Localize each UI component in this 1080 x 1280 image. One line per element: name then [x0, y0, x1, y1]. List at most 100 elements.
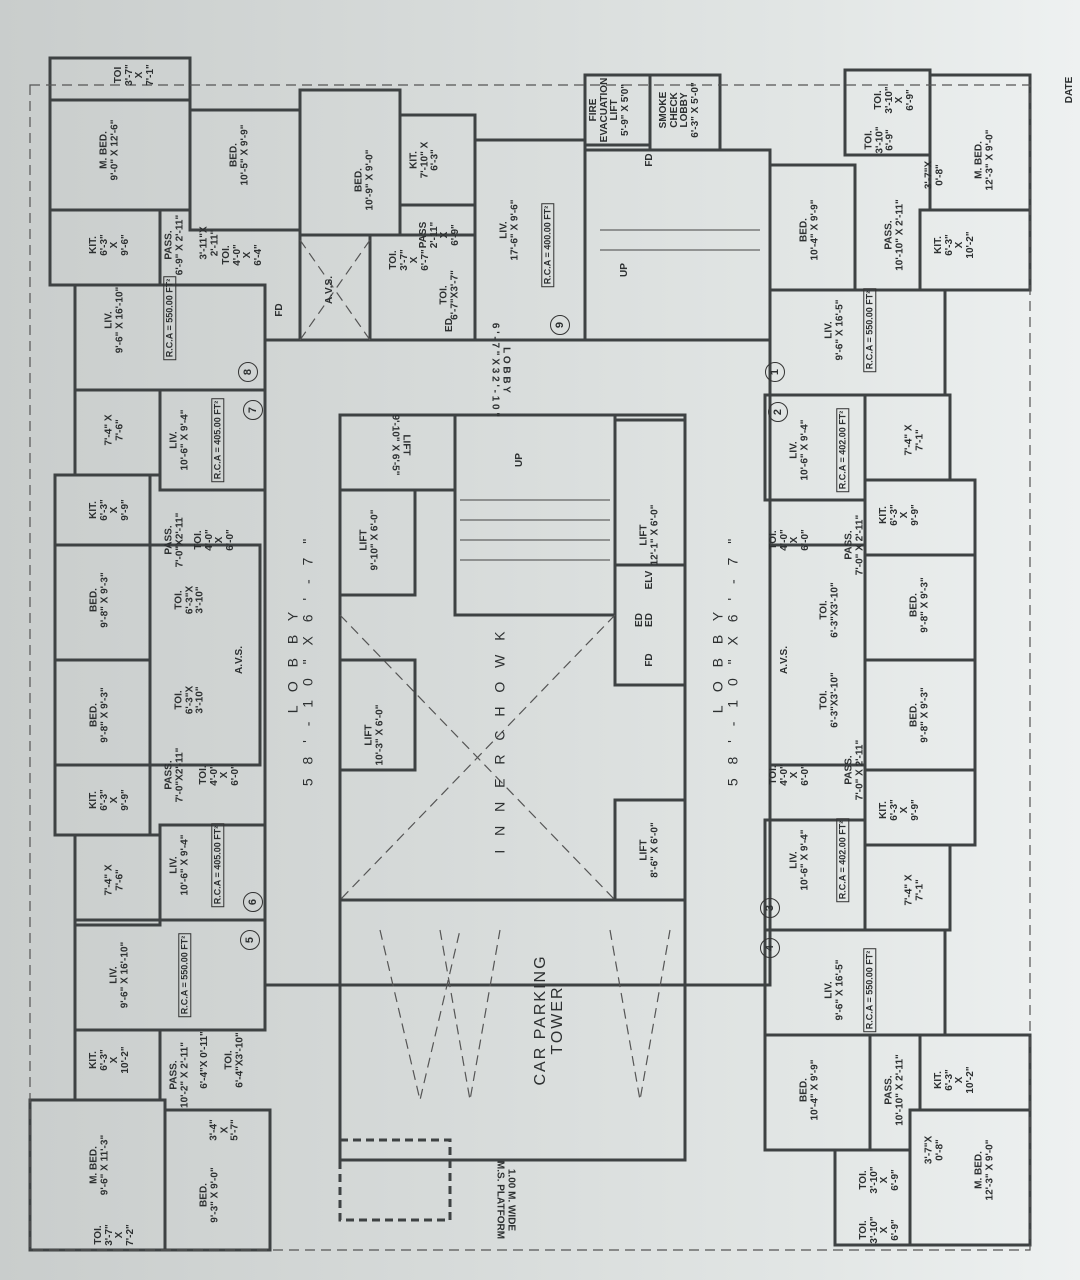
- room-label: 3'-4" X 5'-7": [208, 1119, 241, 1141]
- room-label: TOI. 6'-3"X3'-10": [818, 582, 841, 638]
- lobby-label: I N N E R C H O W K: [491, 626, 508, 854]
- room-label: TOI. 6'-3"X 3'-10": [173, 685, 206, 715]
- room-label: DATE: [1063, 76, 1075, 104]
- room-label: KIT. 6'-3" X 9'-9": [878, 504, 921, 526]
- room-label: LIV. 9'-6" X 16'-10": [103, 286, 126, 354]
- room-label: ED: [633, 613, 645, 627]
- room-label: LIFT 9'-10" X 6'-0": [358, 509, 381, 571]
- room-label: BED. 9'-8" X 9'-3": [88, 572, 111, 628]
- room-label: M. BED. 9'-6" X 11'-3": [88, 1134, 111, 1196]
- room-label: SMOKE CHECK LOBBY 6'-3" X 5'-0": [658, 82, 701, 138]
- room-label: ED: [643, 613, 655, 627]
- flat-number-badge: 4: [760, 938, 780, 958]
- room-label: KIT. 6'-3" X 9'-9": [878, 799, 921, 821]
- room-label: PASS. 7'-0"X2'-11": [163, 747, 186, 803]
- room-label: LIV. 10'-6" X 9'-4": [788, 419, 811, 481]
- room-label: 3'-11"X 2'-11": [198, 226, 221, 260]
- car-parking-tower-label: CAR PARKING TOWER: [532, 954, 566, 1086]
- room-label: PASS. 10'-10" X 2'-11": [883, 199, 906, 271]
- room-label: BED. 10'-4" X 9'-9": [798, 199, 821, 261]
- room-label: 6'-4"X 0'-11": [198, 1031, 210, 1089]
- room-label: KIT. 7'-10" X 6'-3": [408, 141, 441, 179]
- flipped-label: LIFT 9'-10" X 6'-5": [390, 414, 412, 476]
- rca-area-label: R.C.A = 550.00 FT²: [178, 932, 192, 1018]
- room-label: A.V.S.: [778, 646, 790, 674]
- flat-number-badge: 7: [243, 400, 263, 420]
- room-label: PASS. 10'-2" X 2'-11": [168, 1042, 191, 1108]
- flipped-label: L O B B Y 6 ' - 7 " X 3 2 ' - 1 0 ": [490, 322, 512, 418]
- room-label: LIFT 8'-6" X 6'-0": [638, 822, 661, 878]
- room-label: LIFT 10'-3" X 6'-0": [363, 704, 386, 766]
- room-label: TOI. 3'-7" X 6'-7": [388, 249, 431, 271]
- room-label: TOI. 4'-0" X 6'-0": [768, 764, 811, 786]
- room-label: TOI. 3'-10" X 6'-9": [858, 1166, 901, 1194]
- room-label: ELV: [643, 570, 655, 590]
- room-label: TOI. 4'-0" X 6'-0": [193, 529, 236, 551]
- rca-area-label: R.C.A = 405.00 FT²: [211, 397, 225, 483]
- flat-number-badge: 9: [550, 315, 570, 335]
- flipped-label: 1.00 M. WIDE M.S. PLATFORM: [495, 1160, 517, 1240]
- room-label: TOI. 6'-4"X3'-10": [223, 1032, 246, 1088]
- room-label: PASS. 7'-0"X2'-11": [163, 512, 186, 568]
- room-label: BED. 9'-8" X 9'-3": [908, 577, 931, 633]
- room-label: TOI. 3'-10" X 6'-9": [858, 1216, 901, 1244]
- room-label: LIV. 9'-6" X 16'-10": [108, 941, 131, 1009]
- rca-area-label: R.C.A = 550.00 FT²: [863, 287, 877, 373]
- room-label: FD: [643, 153, 655, 167]
- room-label: TOI. 3'-10" 6'-9": [863, 126, 896, 154]
- room-label: PASS. 10'-10" X 2'-11": [883, 1054, 906, 1126]
- room-label: BED. 9'-3" X 9'-0": [198, 1167, 221, 1223]
- flat-number-badge: 6: [243, 892, 263, 912]
- room-label: BED. 10'-5" X 9'-9": [228, 124, 251, 186]
- room-label: LIV. 9'-6" X 16'-5": [823, 959, 846, 1021]
- room-label: 3'-7"X 0'-8": [923, 160, 946, 190]
- room-label: M. BED. 12'-3" X 9'-0": [973, 129, 996, 191]
- room-label: PASS 2'-11" X 6'-9": [418, 221, 461, 249]
- flat-number-badge: 2: [768, 402, 788, 422]
- room-label: BED. 9'-8" X 9'-3": [908, 687, 931, 743]
- rca-area-label: R.C.A = 550.00 FT²: [163, 275, 177, 361]
- room-label: FD: [273, 303, 285, 317]
- room-label: UP: [618, 263, 630, 277]
- flat-number-badge: 5: [240, 930, 260, 950]
- lobby-label: L O B B Y 5 8 ' - 1 0 " X 6 ' - 7 ": [284, 533, 315, 787]
- room-label: 7'-4" X 7'-6": [103, 414, 126, 446]
- room-label: M. BED. 12'-3" X 9'-0": [973, 1139, 996, 1201]
- room-label: UP: [513, 453, 525, 467]
- room-label: M. BED. 9'-0" X 12'-6": [98, 119, 121, 181]
- room-label: 7'-4" X 7'-1": [903, 424, 926, 456]
- room-label: LIV. 10'-6" X 9'-4": [168, 409, 191, 471]
- room-label: TOI. 3'-7" X 7'-2": [93, 1224, 136, 1246]
- room-label: PASS. 7'-0" X 2'-11": [843, 514, 866, 576]
- room-label: TOI. 4'-0" X 6'-0": [198, 764, 241, 786]
- room-label: TOI 3'-7" X 7'-1": [113, 64, 156, 86]
- flat-number-badge: 3: [760, 898, 780, 918]
- rca-area-label: R.C.A = 550.00 FT²: [863, 947, 877, 1033]
- room-label: KIT. 6'-3" X 10'-2": [88, 1046, 131, 1074]
- room-label: TOI. 6'-3"X 3'-10": [173, 585, 206, 615]
- room-label: A.V.S.: [233, 646, 245, 674]
- room-label: KIT. 6'-3" X 10'-2": [933, 1066, 976, 1094]
- room-label: BED. 10'-9" X 9'-0": [353, 149, 376, 211]
- room-label: TOI. 4'-0" X 6'-0": [768, 529, 811, 551]
- flat-number-badge: 1: [765, 362, 785, 382]
- flat-number-badge: 8: [238, 362, 258, 382]
- room-label: TOI. 6'-7"X3'-7": [438, 270, 461, 320]
- room-label: KIT. 6'-3" X 9'-9": [88, 499, 131, 521]
- rca-area-label: R.C.A = 400.00 FT²: [541, 202, 555, 288]
- room-label: 7'-4" X 7'-6": [103, 864, 126, 896]
- room-label: FD: [643, 653, 655, 667]
- room-label: A.V.S.: [323, 276, 335, 304]
- room-label: 7'-4" X 7'-1": [903, 874, 926, 906]
- room-label: FIRE EVACUATION LIFT 5'-9" X 5'0": [588, 77, 631, 143]
- rca-area-label: R.C.A = 402.00 FT²: [836, 817, 850, 903]
- room-label: TOI. 6'-3"X3'-10": [818, 672, 841, 728]
- room-label: 3'-7"X 0'-8": [923, 1135, 946, 1165]
- room-label: LIV. 10'-6" X 9'-4": [788, 829, 811, 891]
- room-label: LIFT 12'-1" X 6'-0": [638, 504, 661, 566]
- rca-area-label: R.C.A = 405.00 FT²: [211, 822, 225, 908]
- room-label: LIV. 10'-6" X 9'-4": [168, 834, 191, 896]
- room-label: LIV. 17'-6" X 9'-6": [498, 199, 521, 261]
- room-label: PASS. 7'-0" X 2'-11": [843, 739, 866, 801]
